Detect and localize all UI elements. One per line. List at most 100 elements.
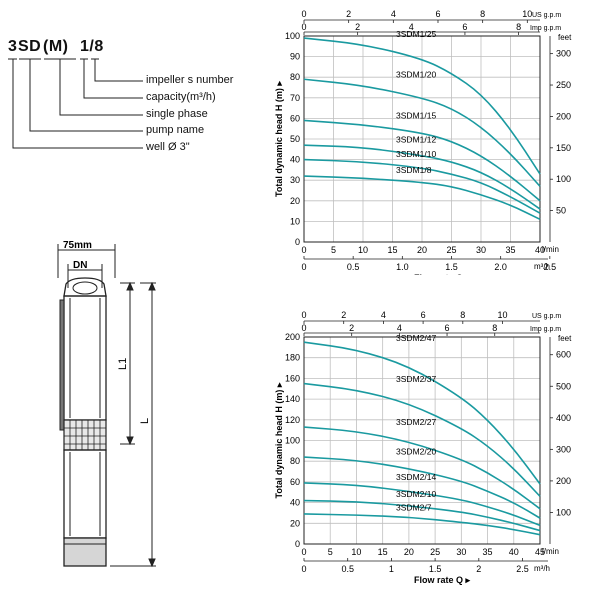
model-code: 3 SD (M) 1/8 impeller s number capacity(… [8,38,288,158]
curve-3sdm1-15 [303,119,541,202]
y-tick-label: 10 [290,216,300,226]
us-gpm-tick-label: 8 [460,310,465,320]
pump-dn-label: DN [73,260,87,271]
x-tick-label: 40 [535,245,545,255]
m3h-tick-label: 1 [389,564,394,574]
m3h-unit-label: m³/h [534,564,550,573]
us-gpm-tick-label: 6 [435,9,440,19]
curve-label: 3SDM2/20 [396,446,436,456]
x-tick-label: 35 [483,547,493,557]
m3h-tick-label: 2.5 [516,564,529,574]
curve-label: 3SDM2/10 [396,489,436,499]
y-tick-label: 180 [285,353,300,363]
m3h-unit-label: m³/h [534,262,550,271]
curve-label: 3SDM1/25 [396,29,436,39]
imp-gpm-tick-label: 6 [445,323,450,333]
curve-label: 3SDM1/10 [396,149,436,159]
m3h-tick-label: 0.5 [347,262,360,272]
pump-l-label: L [139,418,151,424]
feet-tick-label: 500 [556,381,571,391]
pump-width-label: 75mm [63,240,92,251]
x-tick-label: 20 [417,245,427,255]
imp-gpm-tick-label: 8 [516,22,521,32]
y-tick-label: 160 [285,373,300,383]
curve-label: 3SDM1/20 [396,70,436,80]
x-tick-label: 20 [404,547,414,557]
y-tick-label: 80 [290,456,300,466]
model-code-digit: 3 [8,38,18,55]
y-tick-label: 100 [285,31,300,41]
imp-gpm-tick-label: 4 [397,323,402,333]
y-tick-label: 120 [285,415,300,425]
us-gpm-tick-label: 8 [480,9,485,19]
imp-gpm-unit-label: Imp g.p.m [530,326,561,333]
curve-label: 3SDM2/27 [396,417,436,427]
m3h-tick-label: 1.0 [396,262,409,272]
us-gpm-tick-label: 2 [346,9,351,19]
curve-3sdm1-20 [303,78,541,187]
feet-tick-label: 100 [556,174,571,184]
us-gpm-tick-label: 0 [301,310,306,320]
imp-gpm-tick-label: 0 [301,323,306,333]
x-tick-label: 30 [456,547,466,557]
x-unit-label: l/min [542,547,559,556]
curve-3sdm2-27 [303,426,541,510]
feet-tick-label: 300 [556,49,571,59]
us-gpm-tick-label: 6 [421,310,426,320]
feet-tick-label: 600 [556,350,571,360]
curve-3sdm2-20 [303,456,541,519]
imp-gpm-tick-label: 2 [349,323,354,333]
curve-3sdm1-10 [303,158,541,214]
us-gpm-tick-label: 4 [391,9,396,19]
y-tick-label: 60 [290,477,300,487]
m3h-tick-label: 0 [301,262,306,272]
curve-3sdm2-14 [303,482,541,527]
curve-label: 3SDM2/14 [396,472,436,482]
feet-unit-label: feet [558,33,572,42]
plot-frame [303,35,541,243]
x-tick-label: 45 [535,547,545,557]
legend-phase: single phase [146,108,208,120]
feet-unit-label: feet [558,334,572,343]
plot-frame [303,336,541,545]
y-tick-label: 0 [295,237,300,247]
curve-label: 3SDM2/47 [396,333,436,343]
y-tick-label: 20 [290,518,300,528]
us-gpm-tick-label: 10 [497,310,507,320]
x-tick-label: 30 [476,245,486,255]
x-tick-label: 10 [358,245,368,255]
pump-l1-label: L1 [117,358,129,370]
curve-3sdm1-8 [303,175,541,221]
m3h-tick-label: 0 [301,564,306,574]
imp-gpm-tick-label: 8 [492,323,497,333]
curve-3sdm1-12 [303,144,541,210]
imp-gpm-unit-label: Imp g.p.m [530,25,561,32]
x-tick-label: 25 [446,245,456,255]
model-code-phase: (M) [43,38,69,55]
curve-label: 3SDM2/7 [396,502,432,512]
curve-3sdm2-10 [303,499,541,532]
x-unit-label: l/min [542,245,559,254]
us-gpm-tick-label: 4 [381,310,386,320]
y-axis-title: Total dynamic head H (m) ▸ [274,81,284,197]
y-tick-label: 200 [285,332,300,342]
feet-tick-label: 200 [556,476,571,486]
feet-tick-label: 100 [556,507,571,517]
m3h-tick-label: 2.5 [544,262,557,272]
model-code-capacity: 1/8 [80,38,104,55]
us-gpm-unit-label: US g.p.m [532,12,561,19]
feet-tick-label: 50 [556,206,566,216]
x-tick-label: 5 [328,547,333,557]
x-tick-label: 35 [505,245,515,255]
feet-tick-label: 150 [556,143,571,153]
x-axis-title: Flow rate Q ▸ [414,273,471,275]
curve-3sdm2-47 [303,341,541,485]
legend-pump-name: pump name [146,124,205,136]
m3h-tick-label: 1.5 [445,262,458,272]
pump-drawing: 75mm DN L1 L [40,238,170,578]
curve-3sdm1-25 [303,37,541,175]
legend-well: well Ø 3" [146,141,190,153]
model-code-name: SD [18,38,42,55]
